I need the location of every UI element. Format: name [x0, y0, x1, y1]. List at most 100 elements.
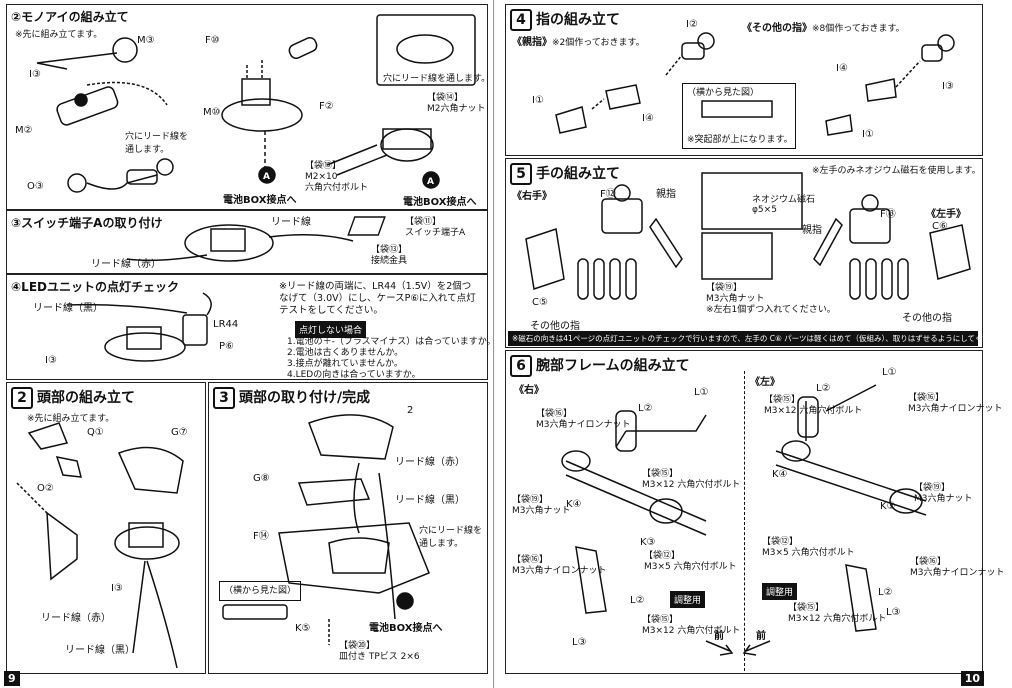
part-label: I③	[29, 69, 41, 80]
part-label: L①	[694, 387, 709, 398]
lead-label: リード線（赤）	[91, 259, 161, 270]
front-label: 前	[714, 631, 724, 642]
part-label: L②	[878, 587, 893, 598]
left-side-label: 《左》	[750, 377, 780, 388]
part-label: I③	[111, 583, 123, 594]
fingers-drawing	[555, 32, 955, 136]
switch-drawing	[126, 216, 386, 262]
bag-12: 【袋⑫】M3×5 六角穴付ボルト	[762, 537, 855, 558]
right-side-label: 《右》	[514, 385, 544, 396]
lead-label: リード線	[271, 217, 311, 228]
section-switch-terminal: ③スイッチ端子Aの取り付け リード線 リード線（赤） 【袋⑪】スイッチ端子A 【…	[6, 210, 488, 274]
monoeye-drawing: A A	[36, 14, 476, 193]
bag-16: 【袋⑯】M3六角ナイロンナット	[908, 393, 1003, 414]
hole-note: 穴にリード線を通します。	[383, 74, 491, 84]
part-label: C⑥	[932, 221, 948, 232]
page-number: 10	[960, 671, 984, 686]
section-led-check: ④LEDユニットの点灯チェック リード線（黒） LR44 P⑥ I③ ※リード線…	[6, 274, 496, 380]
part-label: 2	[407, 405, 414, 416]
battery-contact-label: 電池BOX接点へ	[223, 195, 297, 206]
bag-19: 【袋⑲】M3六角ナット	[914, 483, 973, 504]
part-label: L②	[816, 383, 831, 394]
magnet-note: ※左手のみネオジウム磁石を使用します。	[812, 166, 981, 176]
battery-label: LR44	[213, 319, 239, 330]
bag-16: 【袋⑯】M3六角ナイロンナット	[910, 557, 1005, 578]
led-desc: ※リード線の両端に、LR44（1.5V）を2個つなげて（3.0V）にし、ケースP…	[279, 281, 476, 316]
side-view-box: （横から見た図）	[219, 581, 301, 601]
part-label: L①	[882, 367, 897, 378]
thumb-label: 《親指》※2個作っておきます。	[512, 37, 645, 48]
left-page: ②モノアイの組み立て ※先に組み立てます。 M③ F⑩ M② M⑩ F② O③ …	[0, 0, 496, 688]
section-title: ②モノアイの組み立て	[11, 10, 129, 24]
left-hand-label: 《左手》	[926, 209, 966, 220]
part-label: I④	[836, 63, 848, 74]
part-label: M⑩	[203, 107, 221, 118]
bag-11: 【袋⑪】スイッチ端子A	[405, 217, 466, 238]
part-label: L②	[638, 403, 653, 414]
right-hand-label: 《右手》	[512, 191, 552, 202]
part-label: O③	[27, 181, 44, 192]
other-finger-label: その他の指	[530, 321, 580, 332]
part-label: L②	[630, 595, 645, 606]
bag-19: 【袋⑲】M3六角ナット※左右1個ずつ入れてください。	[706, 283, 836, 315]
part-label: M②	[15, 125, 33, 136]
magnet-warning: ※磁石の向きは41ページの点灯ユニットのチェックで行いますので、左手の C⑥ パ…	[508, 331, 1012, 346]
bag-15: 【袋⑮】M3×12 六角穴付ボルト	[788, 603, 887, 624]
page-number: 9	[4, 671, 20, 686]
lead-label: リード線（黒）	[395, 495, 465, 506]
bag-14: 【袋⑭】M2六角ナット	[427, 93, 486, 114]
side-view-box: （横から見た図） ※突起部が上になります。	[682, 83, 796, 149]
part-label: L③	[886, 607, 901, 618]
part-label: I①	[532, 95, 544, 106]
part-label: F⑬	[880, 209, 896, 220]
other-finger-label: 《その他の指》※8個作っておきます。	[742, 23, 905, 34]
battery-contact-label: 電池BOX接点へ	[403, 197, 477, 208]
bag-15: 【袋⑮】M3×12 六角穴付ボルト	[642, 469, 741, 490]
thumb-label: 親指	[656, 189, 676, 200]
head-drawing	[16, 422, 184, 669]
hole-note: 穴にリード線を通します。	[419, 526, 483, 549]
section-monoeye: ②モノアイの組み立て ※先に組み立てます。 M③ F⑩ M② M⑩ F② O③ …	[6, 4, 491, 210]
bag-20: 【袋⑳】皿付き TPビス 2×6	[339, 641, 420, 662]
adjust-label: 調整用	[762, 583, 798, 600]
bag-13: 【袋⑬】接続金具	[371, 245, 408, 266]
pre-note: ※先に組み立てます。	[15, 30, 103, 40]
check-list: 1.電池の＋-（プラスマイナス）は合っていますか。 2.電池は古くありませんか。…	[287, 337, 496, 380]
svg-text:A: A	[427, 177, 434, 187]
other-finger-label: その他の指	[902, 313, 952, 324]
part-label: C⑤	[532, 297, 548, 308]
part-label: K③	[880, 501, 896, 512]
bag-15: 【袋⑮】M3×12 六角穴付ボルト	[764, 395, 863, 416]
lead-label: リード線（黒）	[33, 303, 103, 314]
adjust-label: 調整用	[670, 591, 706, 608]
part-label: F⑫	[600, 189, 616, 200]
part-label: L③	[572, 637, 587, 648]
part-label: G⑧	[253, 473, 270, 484]
part-label: F⑩	[205, 35, 220, 46]
part-label: I①	[862, 129, 874, 140]
lead-label: リード線（黒）	[65, 645, 135, 656]
arm-frame-drawing	[561, 384, 927, 656]
hands-drawing	[525, 172, 971, 300]
part-label: F⑭	[253, 531, 269, 542]
bag-12: 【袋⑫】M3×5 六角穴付ボルト	[644, 551, 737, 572]
hole-note: 穴にリード線を通します。	[125, 132, 189, 155]
led-drawing	[66, 292, 212, 362]
part-label: K④	[566, 499, 582, 510]
fail-title: 点灯しない場合	[295, 321, 367, 338]
section-title: ③スイッチ端子Aの取り付け	[11, 216, 163, 230]
head-attach-drawing	[222, 414, 430, 645]
part-label: P⑥	[219, 341, 234, 352]
